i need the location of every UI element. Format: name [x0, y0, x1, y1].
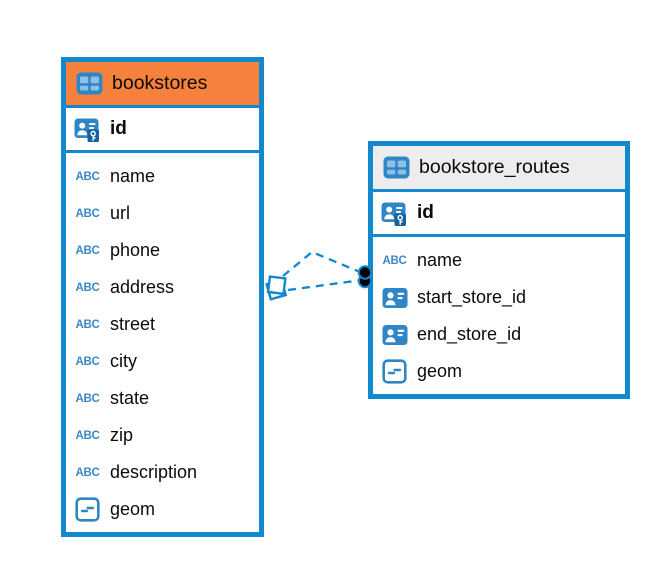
primary-key-row[interactable]: id — [66, 108, 259, 153]
relation-anchor-diamond[interactable] — [265, 275, 288, 301]
table-icon — [76, 72, 103, 95]
text-type-icon: ABC — [75, 281, 100, 294]
column-name: address — [110, 277, 175, 297]
text-type-icon: ABC — [75, 170, 100, 183]
column-name: geom — [110, 499, 156, 519]
column-row[interactable]: ABC address — [66, 269, 259, 306]
primary-key-name: id — [417, 202, 434, 223]
column-name: zip — [110, 425, 134, 445]
foreign-key-icon — [381, 322, 408, 348]
column-row[interactable]: end_store_id — [373, 316, 625, 353]
text-type-icon: ABC — [75, 355, 100, 368]
text-type-icon: ABC — [75, 392, 100, 405]
relationship-line-upper[interactable] — [282, 250, 361, 277]
table-title: bookstores — [112, 72, 208, 94]
text-type-icon: ABC — [75, 244, 100, 257]
column-name: state — [110, 388, 150, 408]
column-row[interactable]: start_store_id — [373, 279, 625, 316]
column-name: name — [417, 250, 463, 270]
relationship-line-lower[interactable] — [287, 278, 363, 292]
text-type-icon: ABC — [75, 429, 100, 442]
column-name: start_store_id — [417, 287, 527, 307]
column-name: geom — [417, 361, 463, 381]
primary-key-name: id — [110, 118, 127, 139]
table-icon — [383, 156, 410, 179]
column-row[interactable]: ABC name — [66, 158, 259, 195]
relationship-connectors[interactable] — [250, 232, 390, 327]
table-title: bookstore_routes — [419, 156, 570, 178]
table-header-bookstore-routes[interactable]: bookstore_routes — [373, 146, 625, 192]
text-type-icon: ABC — [75, 318, 100, 331]
column-name: description — [110, 462, 198, 482]
column-name: end_store_id — [417, 324, 522, 344]
column-row[interactable]: ABC description — [66, 454, 259, 491]
table-bookstore-routes[interactable]: bookstore_routes id ABC name start_store_i… — [368, 141, 630, 399]
column-row[interactable]: ABC state — [66, 380, 259, 417]
relation-endpoint-dot[interactable] — [357, 265, 373, 289]
column-row[interactable]: ABC city — [66, 343, 259, 380]
text-type-icon: ABC — [382, 254, 407, 267]
column-name: phone — [110, 240, 161, 260]
column-name: url — [110, 203, 131, 223]
column-row[interactable]: geom — [66, 491, 259, 528]
table-header-bookstores[interactable]: bookstores — [66, 62, 259, 108]
column-row[interactable]: ABC url — [66, 195, 259, 232]
column-row[interactable]: ABC street — [66, 306, 259, 343]
column-name: street — [110, 314, 156, 334]
column-row[interactable]: geom — [373, 353, 625, 390]
primary-key-icon — [381, 200, 408, 227]
column-name: city — [110, 351, 137, 371]
foreign-key-icon — [381, 285, 408, 311]
column-row[interactable]: ABC phone — [66, 232, 259, 269]
geometry-type-icon — [381, 359, 408, 384]
text-type-icon: ABC — [75, 207, 100, 220]
primary-key-row[interactable]: id — [373, 192, 625, 237]
column-name: name — [110, 166, 156, 186]
geometry-type-icon — [74, 497, 101, 522]
text-type-icon: ABC — [75, 466, 100, 479]
column-row[interactable]: ABC zip — [66, 417, 259, 454]
primary-key-icon — [74, 116, 101, 143]
column-row[interactable]: ABC name — [373, 242, 625, 279]
